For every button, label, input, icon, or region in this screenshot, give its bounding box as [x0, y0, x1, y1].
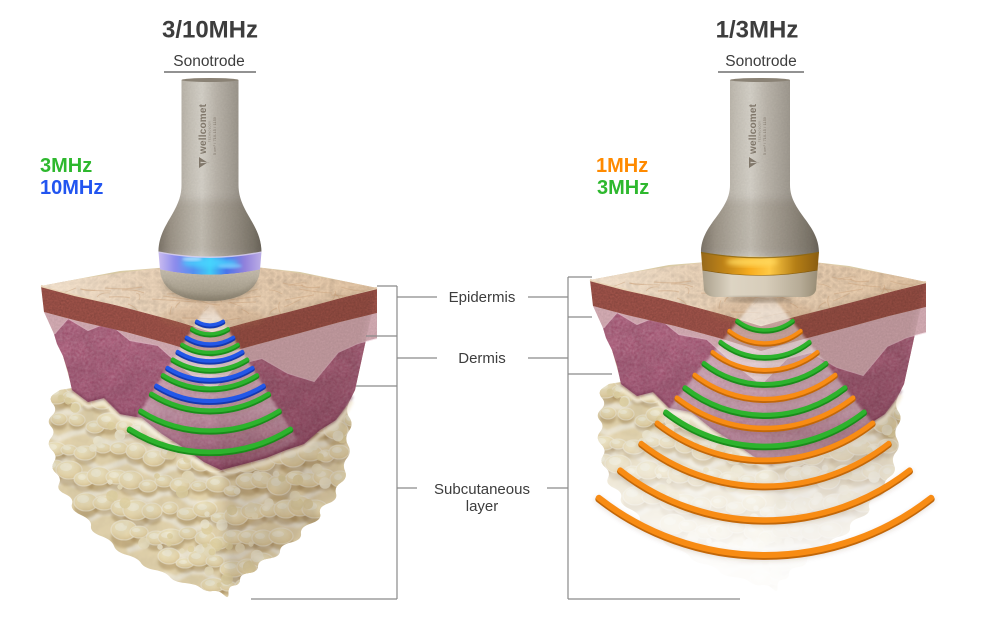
svg-text:1/3MHz: 1/3MHz	[716, 17, 799, 44]
svg-text:Subcutaneous: Subcutaneous	[434, 481, 530, 498]
svg-text:3MHz: 3MHz	[597, 177, 649, 199]
svg-text:Sonotrode: Sonotrode	[725, 53, 797, 70]
svg-text:3/10MHz: 3/10MHz	[162, 17, 258, 44]
svg-text:Epidermis: Epidermis	[449, 289, 516, 306]
svg-text:layer: layer	[466, 498, 499, 515]
svg-text:3MHz: 3MHz	[40, 155, 92, 177]
svg-text:1MHz: 1MHz	[596, 155, 648, 177]
svg-text:10MHz: 10MHz	[40, 177, 103, 199]
svg-text:Sonotrode: Sonotrode	[173, 53, 245, 70]
svg-text:Dermis: Dermis	[458, 350, 506, 367]
